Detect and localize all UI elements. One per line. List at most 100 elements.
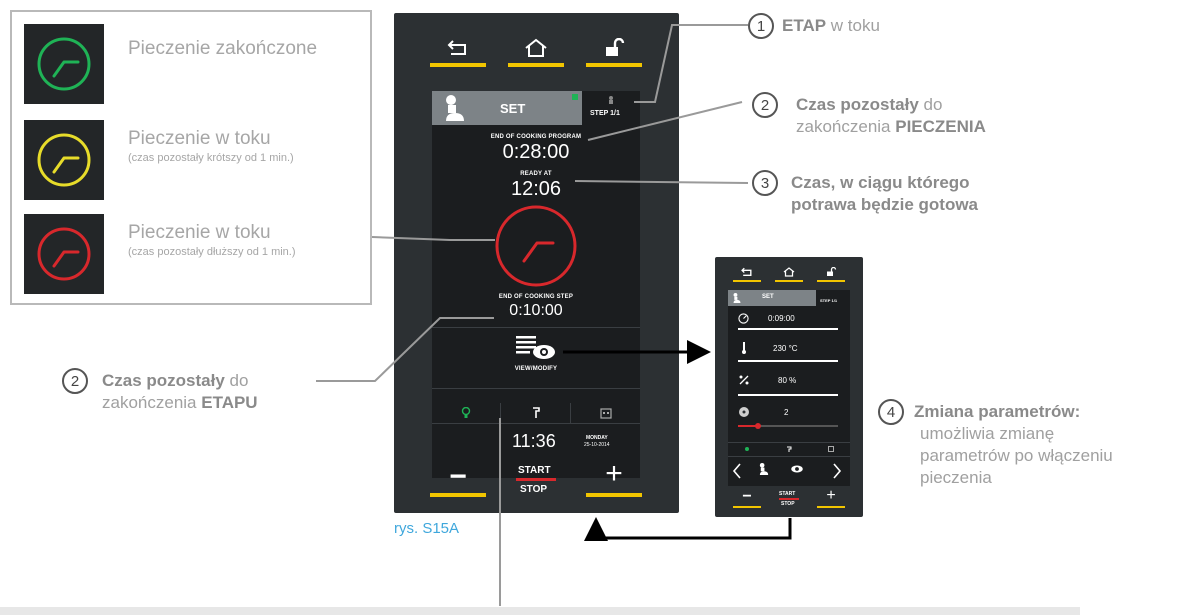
oven-control-panel: SET STEP 1/1 END OF COOKING PROGRAM 0:28…	[394, 13, 679, 513]
chef-icon	[446, 95, 464, 121]
humidity-icon	[739, 375, 749, 385]
legend-subtext: (czas pozostały krótszy od 1 min.)	[128, 152, 294, 164]
unlock-icon	[606, 38, 625, 56]
mode-tabs	[432, 403, 640, 423]
chevron-right-icon[interactable]	[832, 462, 842, 480]
back-button[interactable]	[733, 265, 761, 279]
unlock-icon	[827, 267, 837, 276]
callout-3-text: Czas, w ciągu którego potrawa będzie got…	[791, 173, 979, 214]
calendar-icon	[599, 408, 612, 419]
chevron-left-icon[interactable]	[732, 462, 742, 480]
callout-2-top-text: Czas pozostały do zakończenia PIECZENIA	[796, 95, 986, 136]
callout-4-text: Zmiana parametrów: umożliwia zmianę para…	[914, 402, 1113, 487]
end-step-label: END OF COOKING STEP	[498, 294, 574, 300]
view-modify-icon[interactable]	[790, 464, 804, 474]
legend-item-in-progress-long: Pieczenie w toku (czas pozostały dłuższy…	[24, 214, 364, 294]
page-bottom-strip	[0, 607, 1080, 615]
step-indicator: STEP 1/1	[590, 110, 620, 117]
legend-tile	[24, 24, 104, 104]
humidity-value: 80 %	[778, 376, 797, 385]
figure-caption: rys. S15A	[394, 520, 460, 537]
view-modify-button[interactable]: VIEW/MODIFY	[432, 328, 640, 380]
callout-1-text: ETAP w toku	[782, 16, 880, 35]
callout-number-3: 3	[752, 170, 778, 196]
legend-tile	[24, 120, 104, 200]
temperature-value: 230 °C	[773, 344, 798, 353]
end-step-time: 0:10:00	[509, 302, 563, 319]
chef-icon[interactable]	[758, 462, 770, 476]
unlock-button[interactable]	[817, 265, 845, 279]
red-clock-icon	[495, 205, 577, 287]
legend-text: Pieczenie w toku	[128, 222, 271, 243]
back-arrow-icon	[447, 40, 466, 55]
start-stop-button[interactable]: START STOP	[510, 465, 562, 501]
back-arrow-icon	[741, 267, 752, 276]
callout-2-bottom-text: Czas pozostały do zakończenia ETAPU	[102, 371, 258, 412]
red-clock-icon	[37, 227, 91, 281]
step-tab[interactable]: STEP 1/1	[582, 91, 640, 125]
tab-probe[interactable]	[501, 403, 571, 423]
legend-text: Pieczenie w toku	[128, 128, 271, 149]
start-label: START	[779, 491, 796, 497]
fan-speed-value: 2	[784, 408, 789, 417]
weekday: MONDAY	[586, 435, 608, 441]
callout-number-2-bottom: 2	[62, 368, 88, 394]
step-indicator: STEP 1/1	[820, 298, 838, 303]
set-tab[interactable]: SET	[728, 290, 816, 306]
probe-icon	[532, 407, 540, 418]
chef-icon	[733, 293, 741, 303]
status-dot-icon	[572, 94, 578, 100]
step-icon	[609, 96, 613, 104]
ready-at-time: 12:06	[510, 178, 562, 200]
set-label: SET	[762, 294, 774, 300]
plus-button[interactable]: +	[826, 487, 836, 504]
timer-icon	[738, 313, 749, 324]
stop-label: STOP	[520, 484, 548, 495]
ready-at-label: READY AT	[520, 171, 552, 177]
minus-button[interactable]: −	[449, 460, 467, 493]
thermometer-icon	[742, 342, 746, 354]
callout-number-4: 4	[878, 399, 904, 425]
callout-number-2-top: 2	[752, 92, 778, 118]
end-program-time: 0:28:00	[502, 141, 570, 163]
tab-calendar[interactable]	[571, 403, 640, 423]
set-label: SET	[500, 101, 526, 116]
home-icon	[525, 38, 547, 57]
fan-slider[interactable]	[738, 423, 838, 429]
clock-time: 11:36	[512, 431, 556, 451]
minus-button[interactable]: −	[742, 488, 752, 505]
start-stop-button[interactable]: START STOP	[777, 491, 803, 509]
plus-button[interactable]: +	[605, 457, 623, 490]
legend-tile	[24, 214, 104, 294]
fan-icon	[739, 407, 749, 417]
time-value: 0:09:00	[768, 314, 795, 323]
legend-subtext: (czas pozostały dłuższy od 1 min.)	[128, 246, 296, 258]
view-modify-label: VIEW/MODIFY	[514, 366, 558, 372]
legend-item-in-progress-short: Pieczenie w toku (czas pozostały krótszy…	[24, 120, 364, 200]
set-tab[interactable]: SET	[432, 91, 582, 125]
lamp-icon	[745, 447, 749, 451]
legend-text: Pieczenie zakończone	[128, 38, 318, 59]
date: 25-10-2014	[584, 442, 610, 448]
navigation-row	[728, 458, 850, 484]
home-button[interactable]	[508, 35, 564, 61]
legend-item-completed: Pieczenie zakończone	[24, 24, 364, 104]
home-button[interactable]	[775, 265, 803, 279]
status-legend: Pieczenie zakończone Pieczenie w toku (c…	[10, 10, 372, 305]
unlock-button[interactable]	[586, 35, 642, 61]
tab-lamp[interactable]	[432, 403, 501, 423]
back-button[interactable]	[430, 35, 486, 61]
green-clock-icon	[37, 37, 91, 91]
start-label: START	[518, 465, 551, 476]
oven-panel-modify-view: SET STEP 1/1 0:09:00 230 °C 80 % 2	[715, 257, 863, 517]
stop-label: STOP	[781, 501, 795, 507]
probe-icon	[787, 446, 792, 452]
lamp-icon	[461, 407, 471, 418]
display-screen: SET STEP 1/1 0:09:00 230 °C 80 % 2	[728, 290, 850, 486]
home-icon	[783, 267, 795, 277]
display-screen: SET STEP 1/1 END OF COOKING PROGRAM 0:28…	[432, 91, 640, 478]
callout-number-1: 1	[748, 13, 774, 39]
view-modify-icon	[516, 336, 555, 359]
end-program-label: END OF COOKING PROGRAM	[490, 134, 582, 140]
